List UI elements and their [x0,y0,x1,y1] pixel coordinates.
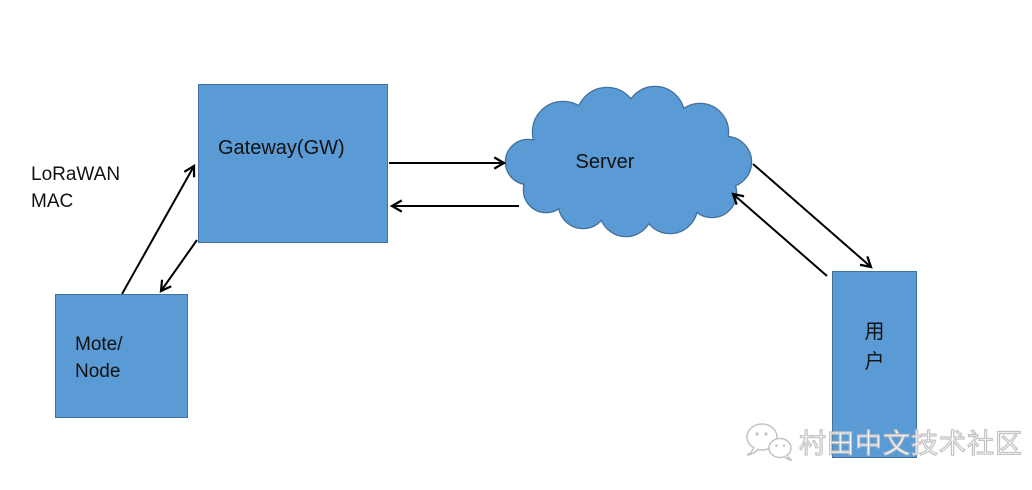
watermark: 村田中文技术社区 [744,420,1023,462]
arrow-gateway-to-mote [159,239,198,293]
gateway-label: Gateway(GW) [218,137,345,159]
arrow-user-to-server [731,192,828,277]
lorawan-mac-label: LoRaWAN MAC [31,161,120,215]
lorawan-line2: MAC [31,191,74,212]
gateway-node[interactable]: Gateway(GW) [198,84,388,243]
server-label: Server [575,151,635,173]
wechat-icon [746,423,793,461]
arrow-server-to-user [752,163,873,269]
user-label-char2: 户 [864,351,885,373]
mote-label-line2: Node [75,361,121,382]
mote-node[interactable]: Mote/ Node [55,294,188,418]
lorawan-line1: LoRaWAN [31,164,121,185]
watermark-text: 村田中文技术社区 [798,428,1023,459]
server-cloud-shape[interactable] [504,85,753,238]
arrow-mote-to-gateway [121,164,196,295]
arrows-layer [121,156,873,295]
user-node[interactable]: 用 户 [832,271,917,458]
user-label-char1: 用 [864,321,885,343]
mote-label-line1: Mote/ [75,334,123,355]
